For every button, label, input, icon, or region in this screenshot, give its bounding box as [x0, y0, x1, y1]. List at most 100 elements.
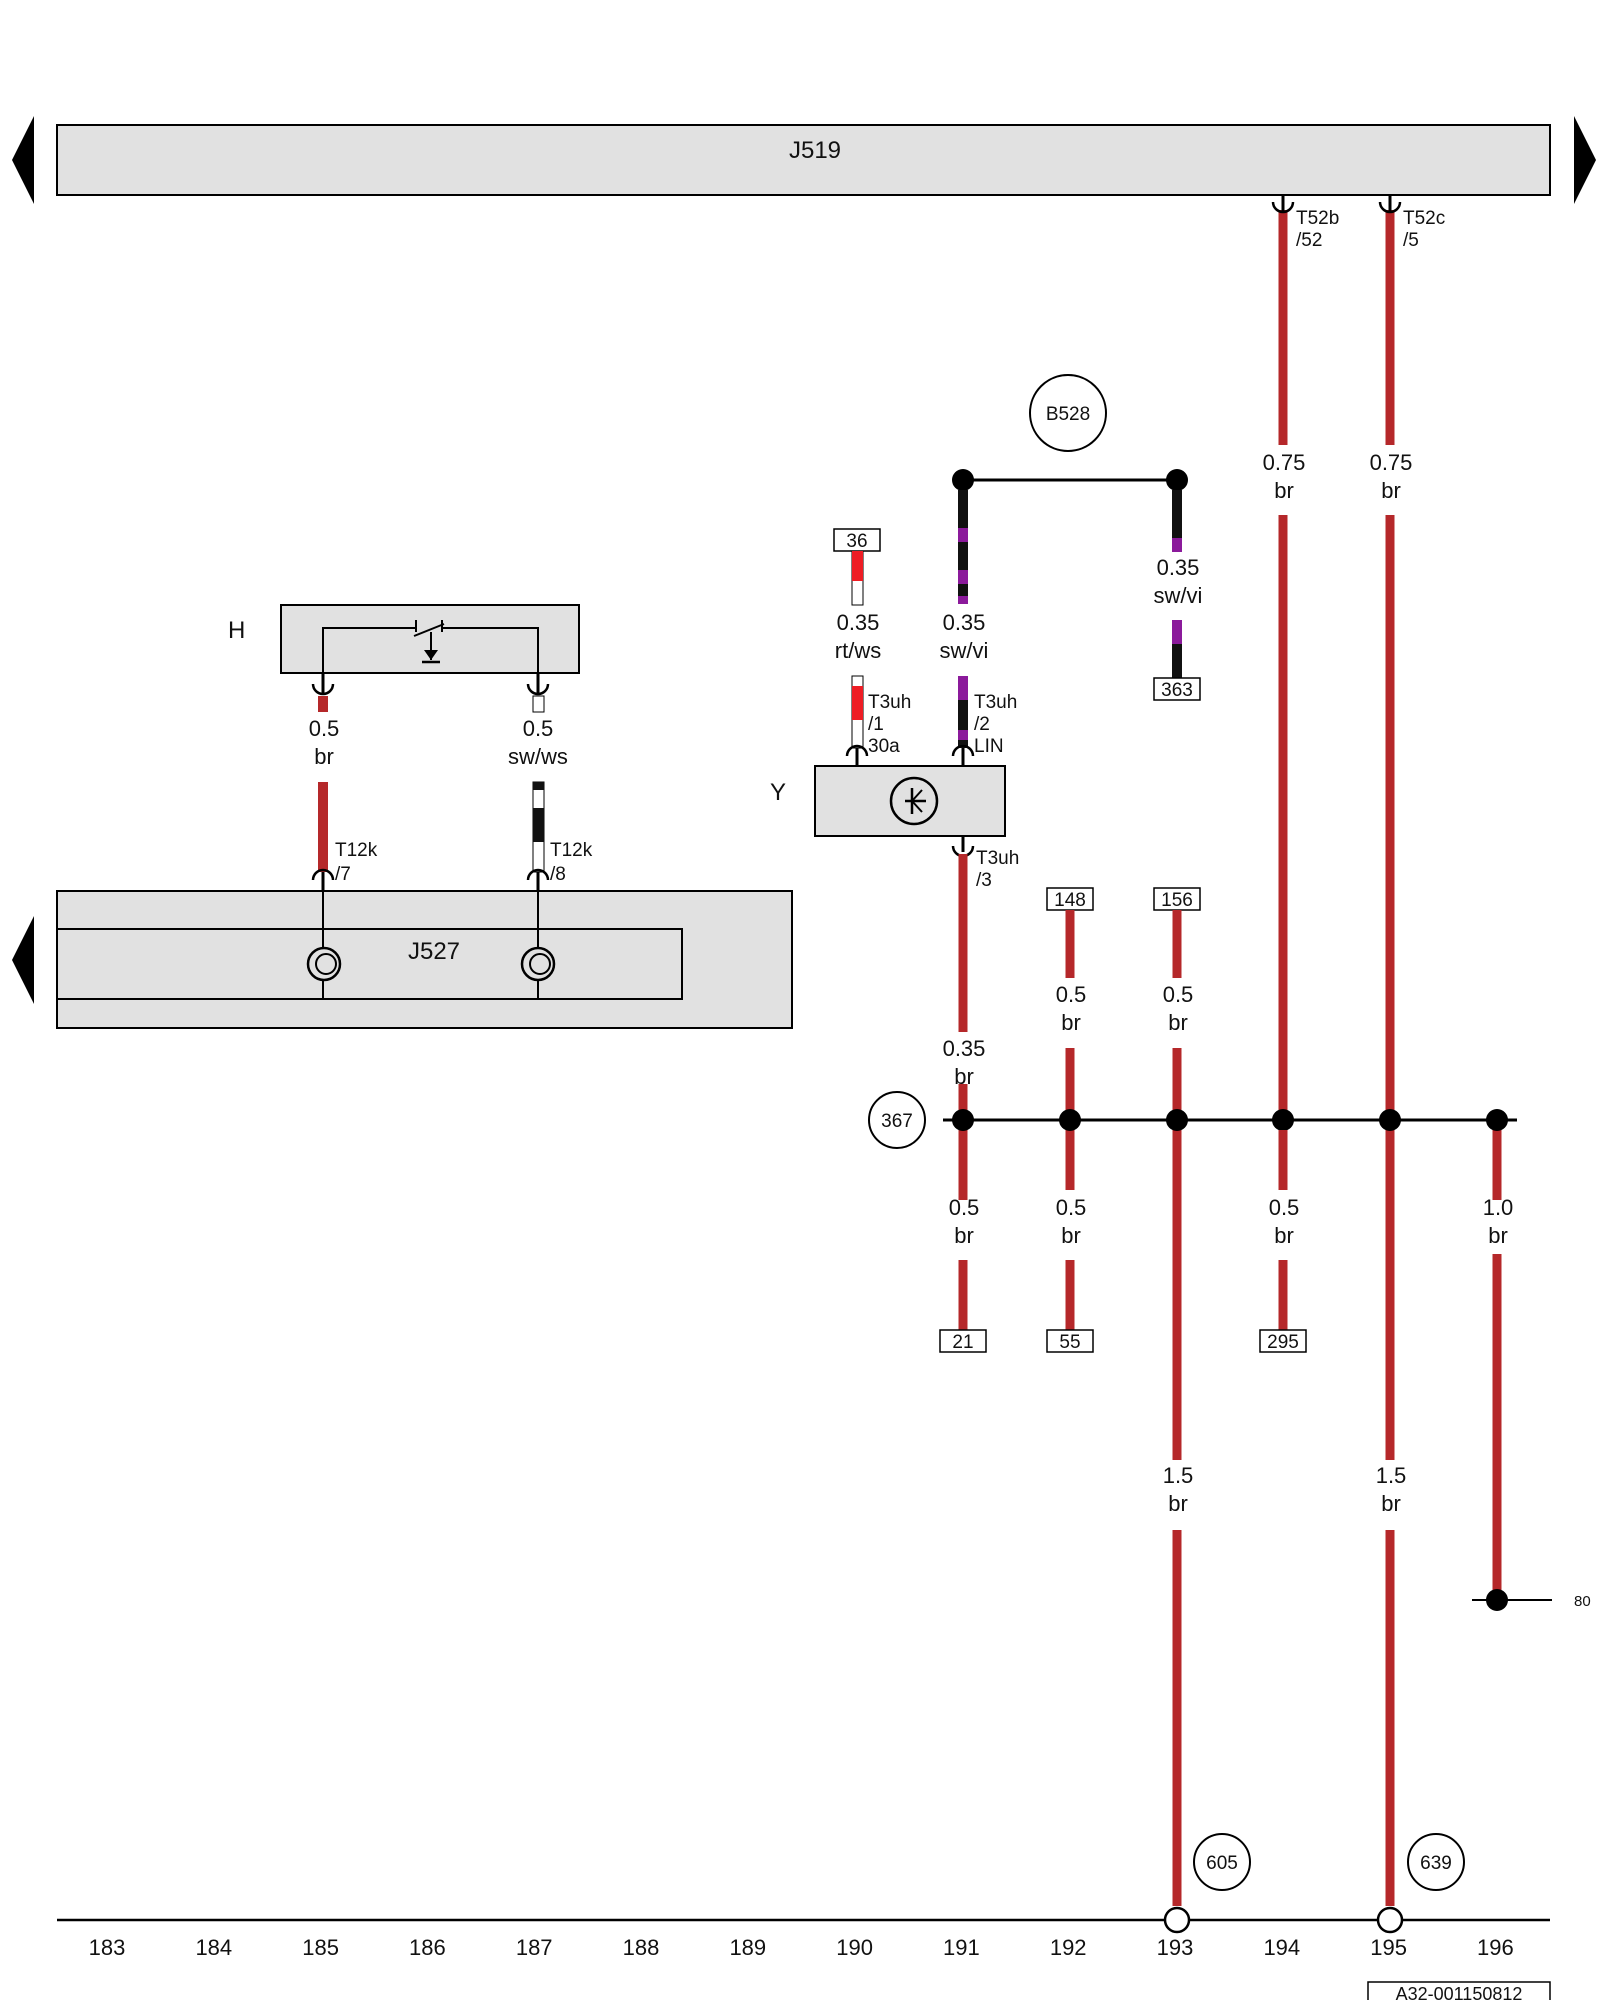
y-symbol-circle [889, 776, 939, 826]
c639-label: 639 [1420, 1853, 1452, 1874]
wire-sv1-size: 0.35 [943, 610, 986, 635]
wire-196-size: 1.0 [1483, 1195, 1514, 1220]
wire-192a-color: br [1061, 1010, 1081, 1035]
connector-t12k-8-pin: /8 [550, 864, 566, 885]
connector-t12k-7-symbol [311, 868, 335, 881]
track-number: 193 [1157, 1935, 1194, 1960]
splice-191 [952, 1109, 974, 1131]
connector-t3uh-1-label: T3uh [868, 692, 911, 713]
connector-t52b-pin: /52 [1296, 230, 1322, 251]
j527-coil-left-icon [306, 946, 342, 982]
wire-sv2-size: 0.35 [1157, 555, 1200, 580]
track-number: 192 [1050, 1935, 1087, 1960]
wire-195b-color: br [1381, 1491, 1401, 1516]
connector-t52c-pin: /5 [1403, 230, 1419, 251]
wire-194-size: 0.75 [1263, 450, 1306, 475]
splice-193 [1166, 1109, 1188, 1131]
wire-193b-color: br [1168, 1491, 1188, 1516]
track-number: 195 [1370, 1935, 1407, 1960]
ref-55-label: 55 [1059, 1332, 1080, 1353]
c605-circle [1193, 1833, 1251, 1891]
track-number: 184 [195, 1935, 232, 1960]
b528-splice-right [1166, 469, 1188, 491]
wire-195b-size: 1.5 [1376, 1463, 1407, 1488]
c367-circle [868, 1091, 926, 1149]
track-number: 190 [836, 1935, 873, 1960]
connector-t52b-label: T52b [1296, 208, 1339, 229]
connector-t3uh-2-label: T3uh [974, 692, 1017, 713]
wire-191a-size: 0.35 [943, 1036, 986, 1061]
wire-191b-color: br [954, 1223, 974, 1248]
c639-circle [1407, 1833, 1465, 1891]
j527-coil-right-icon [520, 946, 556, 982]
wire-sv2-color: sw/vi [1154, 583, 1203, 608]
connector-t3uh-2-term: LIN [974, 736, 1004, 757]
track-number: 187 [516, 1935, 553, 1960]
connector-t3uh-2-symbol [951, 744, 975, 757]
wire-193b-size: 1.5 [1163, 1463, 1194, 1488]
wire-h1-color: br [314, 744, 334, 769]
side-ref-label: 80 [1574, 1593, 1591, 1610]
wire-h2-stub [532, 695, 545, 713]
b528-circle [1029, 374, 1107, 452]
connector-t3uh-3-label: T3uh [976, 848, 1019, 869]
b528-label: B528 [1046, 404, 1090, 425]
h-switch-button-icon [424, 650, 438, 660]
wire-rtws-size: 0.35 [837, 610, 880, 635]
ref-363-box [1153, 677, 1201, 701]
wire-192b-size: 0.5 [1056, 1195, 1087, 1220]
ref-295-label: 295 [1267, 1332, 1299, 1353]
wire-196-color: br [1488, 1223, 1508, 1248]
h-switch-contact [413, 623, 445, 637]
connector-t12k-7-pin: /7 [335, 864, 351, 885]
ref-21-label: 21 [952, 1332, 973, 1353]
j527-continue-left-arrow [12, 916, 34, 1004]
continue-left-arrow [12, 116, 34, 204]
wire-195-color: br [1381, 478, 1401, 503]
track-number: 186 [409, 1935, 446, 1960]
ref-55-box [1046, 1329, 1094, 1353]
wire-rtws-lower [851, 675, 864, 749]
wire-193a-size: 0.5 [1163, 982, 1194, 1007]
wire-rtws-upper [851, 550, 864, 606]
h-switch-line-right [442, 627, 539, 682]
b528-splice-left [952, 469, 974, 491]
connector-t3uh-3-pin: /3 [976, 870, 992, 891]
y-label: Y [770, 779, 786, 806]
continue-right-arrow [1574, 116, 1596, 204]
wire-rtws-color: rt/ws [835, 638, 881, 663]
ground-point-195 [1376, 1906, 1404, 1934]
ref-156-label: 156 [1161, 890, 1193, 911]
track-number: 194 [1263, 1935, 1300, 1960]
track-number: 191 [943, 1935, 980, 1960]
wire-sv1-color: sw/vi [940, 638, 989, 663]
wire-195-size: 0.75 [1370, 450, 1413, 475]
j519-label: J519 [789, 137, 841, 164]
connector-t12k-7-label: T12k [335, 840, 378, 861]
h-switch-line [322, 627, 416, 682]
ref-21-box [939, 1329, 987, 1353]
splice-192 [1059, 1109, 1081, 1131]
connector-t3uh-1-term: 30a [868, 736, 900, 757]
ref-295-box [1259, 1329, 1307, 1353]
splice-side-ref [1486, 1589, 1508, 1611]
j519-panel [56, 124, 1551, 196]
track-number: 188 [623, 1935, 660, 1960]
connector-t12k-8-symbol [526, 868, 550, 881]
splice-195 [1379, 1109, 1401, 1131]
ground-point-193 [1163, 1906, 1191, 1934]
wire-191a-color: br [954, 1064, 974, 1089]
connector-t12k-8-label: T12k [550, 840, 593, 861]
ref-363-label: 363 [1161, 680, 1193, 701]
connector-t52c-label: T52c [1403, 208, 1445, 229]
wire-194-color: br [1274, 478, 1294, 503]
c367-label: 367 [881, 1111, 913, 1132]
wire-191b-size: 0.5 [949, 1195, 980, 1220]
c605-label: 605 [1206, 1853, 1238, 1874]
connector-t3uh-1-pin: /1 [868, 714, 884, 735]
connector-t3uh-1-symbol [845, 744, 869, 757]
connector-t3uh-2-pin: /2 [974, 714, 990, 735]
track-number: 189 [729, 1935, 766, 1960]
